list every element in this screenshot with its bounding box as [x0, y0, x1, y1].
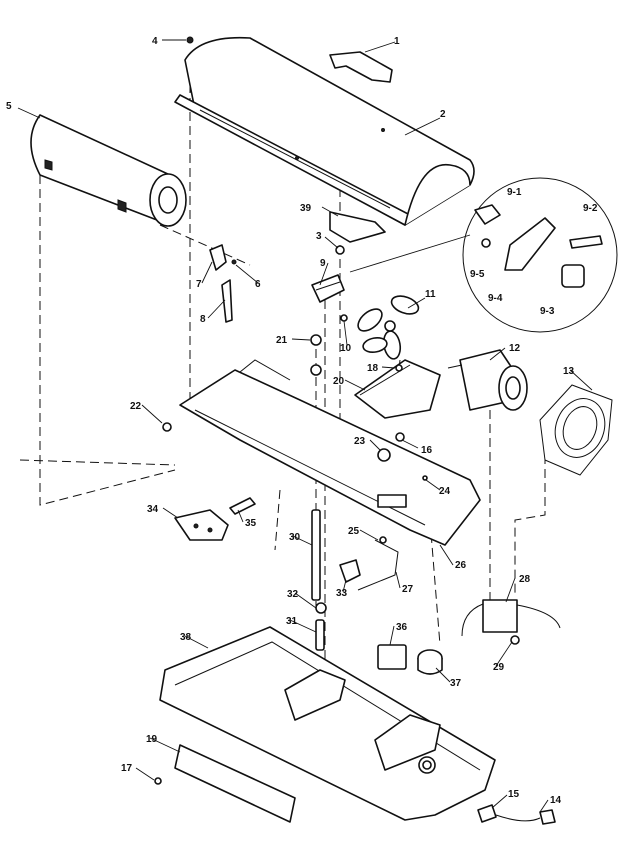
side-panel — [154, 744, 296, 823]
photocell-bracket — [209, 244, 237, 323]
callout-2: 2 — [440, 109, 446, 120]
callout-9-1: 9-1 — [507, 187, 522, 198]
callout-15: 15 — [508, 789, 520, 800]
callout-34: 34 — [147, 504, 159, 515]
fan — [357, 295, 420, 360]
callout-26: 26 — [455, 560, 467, 571]
callout-3: 3 — [316, 231, 322, 242]
callout-17: 17 — [121, 763, 133, 774]
callout-32: 32 — [287, 589, 299, 600]
callout-19: 19 — [146, 734, 158, 745]
combustion-chamber — [30, 114, 187, 227]
callout-33: 33 — [336, 588, 348, 599]
callout-labels: 1 2 3 4 5 6 7 8 9 9-1 9-2 9-3 9-4 9-5 10… — [6, 36, 598, 806]
callout-1: 1 — [394, 36, 400, 47]
callout-27: 27 — [402, 584, 414, 595]
callout-4: 4 — [152, 36, 158, 47]
screw — [186, 36, 194, 44]
callout-10: 10 — [340, 343, 352, 354]
motor — [447, 349, 528, 411]
grommets — [310, 334, 391, 462]
callout-13: 13 — [563, 366, 575, 377]
ignitor — [461, 599, 561, 645]
callout-20: 20 — [333, 376, 345, 387]
fuel-cap — [377, 644, 443, 675]
callout-9-4: 9-4 — [488, 293, 503, 304]
callout-24: 24 — [439, 486, 451, 497]
callout-37: 37 — [450, 678, 462, 689]
fuel-filter — [311, 509, 327, 651]
callout-16: 16 — [421, 445, 433, 456]
baffle-plate — [329, 211, 386, 255]
hose — [357, 536, 399, 591]
callout-31: 31 — [286, 616, 298, 627]
power-cord — [477, 804, 556, 825]
callout-9: 9 — [320, 258, 326, 269]
handle — [329, 51, 393, 83]
callout-7: 7 — [196, 279, 202, 290]
callout-14: 14 — [550, 795, 562, 806]
callout-36: 36 — [396, 622, 408, 633]
callout-5: 5 — [6, 101, 12, 112]
terminal-block — [174, 497, 256, 541]
callout-30: 30 — [289, 532, 301, 543]
leader-lines — [17, 39, 593, 813]
callout-25: 25 — [348, 526, 360, 537]
callout-12: 12 — [509, 343, 521, 354]
callout-35: 35 — [245, 518, 257, 529]
callout-21: 21 — [276, 335, 288, 346]
nozzle-detail-bubble — [349, 177, 618, 333]
callout-6: 6 — [255, 279, 261, 290]
lower-shell — [162, 359, 481, 546]
callout-28: 28 — [519, 574, 531, 585]
top-shell — [174, 36, 475, 226]
callout-18: 18 — [367, 363, 379, 374]
callout-39: 39 — [300, 203, 312, 214]
callout-23: 23 — [354, 436, 366, 447]
callout-8: 8 — [200, 314, 206, 325]
fuel-tank — [159, 626, 496, 821]
callout-9-5: 9-5 — [470, 269, 485, 280]
nozzle-assembly — [311, 274, 348, 322]
callout-9-2: 9-2 — [583, 203, 598, 214]
motor-mount — [354, 359, 441, 419]
callout-38: 38 — [180, 632, 192, 643]
callout-22: 22 — [130, 401, 142, 412]
fan-guard — [539, 384, 613, 476]
callout-11: 11 — [425, 289, 436, 300]
fuel-gauge — [339, 559, 361, 583]
callout-9-3: 9-3 — [540, 306, 555, 317]
callout-29: 29 — [493, 662, 505, 673]
